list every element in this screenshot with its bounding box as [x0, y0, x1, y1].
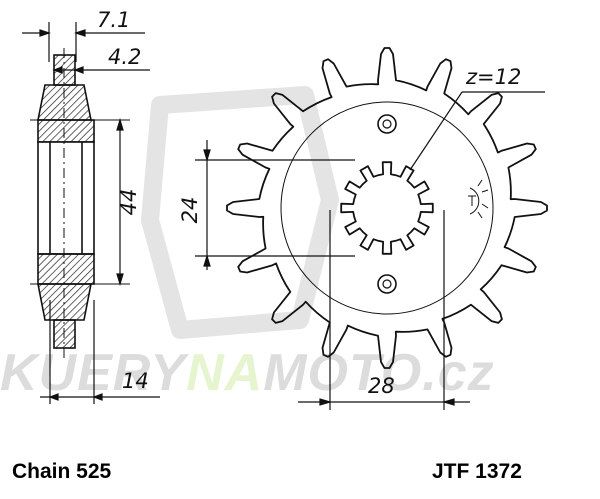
watermark-part2: NA [186, 344, 263, 402]
bolt-hole-inner-1 [382, 119, 392, 129]
front-view [226, 47, 548, 369]
marking-symbol-icon [468, 179, 489, 219]
dim-28 [298, 210, 470, 410]
sprocket-outline [226, 47, 548, 369]
bolt-hole-inner-2 [382, 279, 392, 289]
side-hub-top [37, 119, 95, 143]
side-view [30, 48, 130, 360]
dim-label-hub-width: 14 [122, 369, 149, 393]
dim-label-hub-height: 44 [117, 189, 141, 216]
dim-label-spline-width: 28 [368, 374, 395, 398]
teeth-callout [409, 91, 545, 171]
watermark-part1: KUERY [0, 344, 189, 402]
watermark-text: KUERYNAMOTO.cz [0, 344, 495, 402]
spline-bore [340, 161, 434, 255]
side-hub-body [37, 141, 95, 255]
dim-44 [116, 117, 124, 287]
dim-14 [40, 300, 160, 404]
side-hub-bottom [37, 253, 95, 285]
bolt-hole-1 [377, 114, 397, 134]
chain-label: Chain 525 [12, 460, 112, 483]
watermark-part4: .cz [422, 344, 494, 402]
dim-label-spline-height: 24 [178, 197, 202, 224]
dim-4-2 [52, 66, 150, 74]
teeth-count-label: z=12 [465, 65, 521, 89]
pitch-circle [280, 101, 494, 315]
watermark-shield-icon [141, 86, 339, 339]
dim-label-width-mid: 4.2 [108, 45, 141, 69]
watermark-part3: MOTO [263, 344, 422, 402]
dim-label-width-top: 7.1 [97, 8, 130, 32]
part-number: JTF 1372 [432, 460, 522, 483]
bolt-hole-2 [377, 274, 397, 294]
dim-24 [195, 140, 355, 270]
dim-7-1 [22, 22, 145, 62]
